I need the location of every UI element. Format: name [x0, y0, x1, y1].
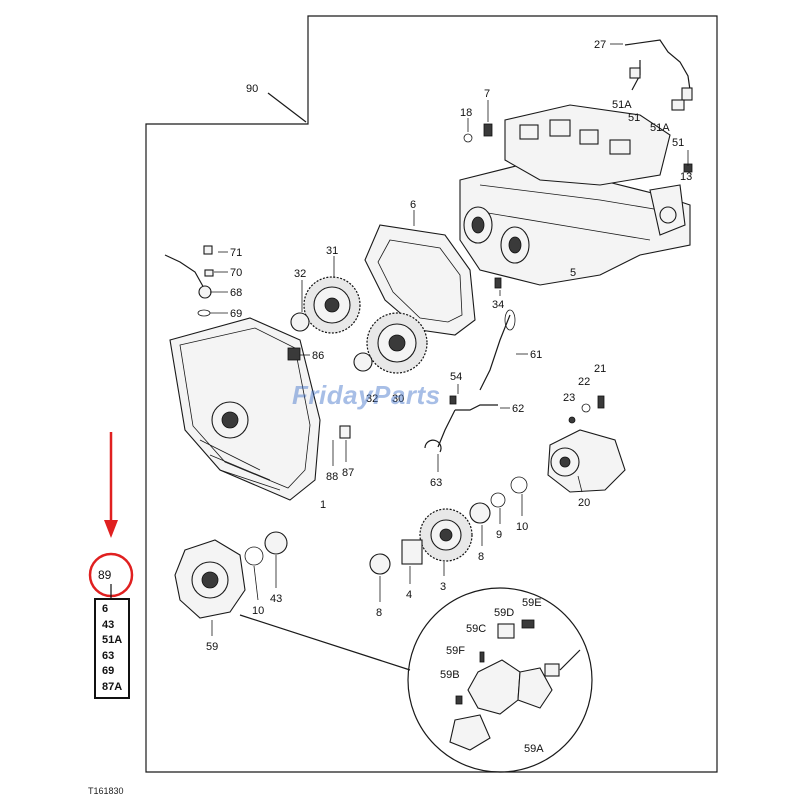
label-59F: 59F	[446, 645, 465, 657]
label-5: 5	[570, 267, 576, 279]
gear-31	[303, 276, 361, 334]
gasket-6	[364, 224, 476, 336]
kit-item: 6	[102, 603, 109, 615]
label-51-a: 51	[628, 112, 640, 124]
spline-4	[401, 539, 423, 565]
label-7: 7	[484, 88, 490, 100]
sensor-cable	[164, 254, 206, 291]
label-32-a: 32	[294, 268, 306, 280]
label-23: 23	[563, 392, 575, 404]
label-30: 30	[392, 393, 404, 405]
label-86: 86	[312, 350, 324, 362]
kit-item: 51A	[102, 634, 123, 646]
label-87: 87	[342, 467, 354, 479]
ring-10a	[510, 476, 528, 494]
label-51A-a: 51A	[612, 99, 632, 111]
ring-32a	[290, 312, 310, 332]
label-54: 54	[450, 371, 462, 383]
kit-item: 43	[102, 618, 115, 631]
label-59: 59	[206, 641, 218, 653]
bearing-8b	[469, 502, 491, 524]
plug-87	[339, 425, 351, 439]
washer-23	[568, 416, 576, 424]
kit-contents-list: 6 43 51A 63 69 87A	[94, 598, 130, 699]
label-21: 21	[594, 363, 606, 375]
dipstick-61	[479, 314, 511, 391]
coupling-detail	[407, 587, 593, 773]
pump-assembly	[459, 104, 691, 286]
label-68: 68	[230, 287, 242, 299]
label-61: 61	[530, 349, 542, 361]
label-59C: 59C	[466, 623, 486, 635]
nipple-54	[449, 395, 457, 405]
part-labels: 90 27 7 18 51A 51 51A 51 13 6 5 31 32 71…	[206, 39, 692, 755]
label-59D: 59D	[494, 607, 514, 619]
label-51A-b: 51A	[650, 122, 670, 134]
kit-ref-number: 89	[98, 568, 112, 582]
leader-90	[267, 92, 307, 123]
clip-63	[424, 439, 442, 453]
label-59B: 59B	[440, 669, 460, 681]
label-63: 63	[430, 477, 442, 489]
label-22: 22	[578, 376, 590, 388]
pipe-27	[624, 39, 691, 91]
label-59A: 59A	[524, 743, 544, 755]
label-1: 1	[320, 499, 326, 511]
figure-code: T161830	[88, 786, 124, 796]
ring-9	[490, 492, 506, 508]
label-31: 31	[326, 245, 338, 257]
bolt-21	[597, 395, 605, 409]
kit-item: 69	[102, 665, 115, 677]
callout-annotation	[88, 432, 134, 598]
label-13: 13	[680, 171, 692, 183]
kit-item: 63	[102, 649, 115, 662]
assembly-boundary	[145, 15, 718, 773]
label-8-a: 8	[376, 607, 382, 619]
bolt-7	[483, 123, 493, 137]
label-3: 3	[440, 581, 446, 593]
plug-86	[287, 347, 301, 361]
gear-3	[419, 508, 473, 562]
bearing-8c	[264, 531, 288, 555]
label-43: 43	[270, 593, 282, 605]
ring-32b	[353, 352, 373, 372]
label-10-a: 10	[516, 521, 528, 533]
label-71: 71	[230, 247, 242, 259]
coupling-59	[174, 539, 246, 619]
label-8-b: 8	[478, 551, 484, 563]
label-70: 70	[230, 267, 242, 279]
housing-1	[169, 317, 321, 501]
label-9: 9	[496, 529, 502, 541]
label-69: 69	[230, 308, 242, 320]
label-32-b: 32	[366, 393, 378, 405]
label-10-b: 10	[252, 605, 264, 617]
ring-10b	[244, 546, 264, 566]
label-59E: 59E	[522, 597, 542, 609]
label-20: 20	[578, 497, 590, 509]
gear-30	[366, 312, 428, 374]
label-90: 90	[246, 83, 258, 95]
kit-item: 87A	[102, 680, 123, 693]
tube-62	[455, 404, 498, 411]
leader-lines	[210, 43, 689, 636]
pin-34	[494, 277, 502, 289]
washer-18	[463, 133, 473, 143]
washer-22	[581, 403, 591, 413]
label-27: 27	[594, 39, 606, 51]
watermark: FridayParts	[292, 380, 441, 410]
label-4: 4	[406, 589, 412, 601]
aux-pump-20	[547, 429, 626, 493]
label-62: 62	[512, 403, 524, 415]
label-18: 18	[460, 107, 472, 119]
label-34: 34	[492, 299, 504, 311]
label-88: 88	[326, 471, 338, 483]
label-6: 6	[410, 199, 416, 211]
bearing-8a	[369, 553, 391, 575]
label-51-b: 51	[672, 137, 684, 149]
